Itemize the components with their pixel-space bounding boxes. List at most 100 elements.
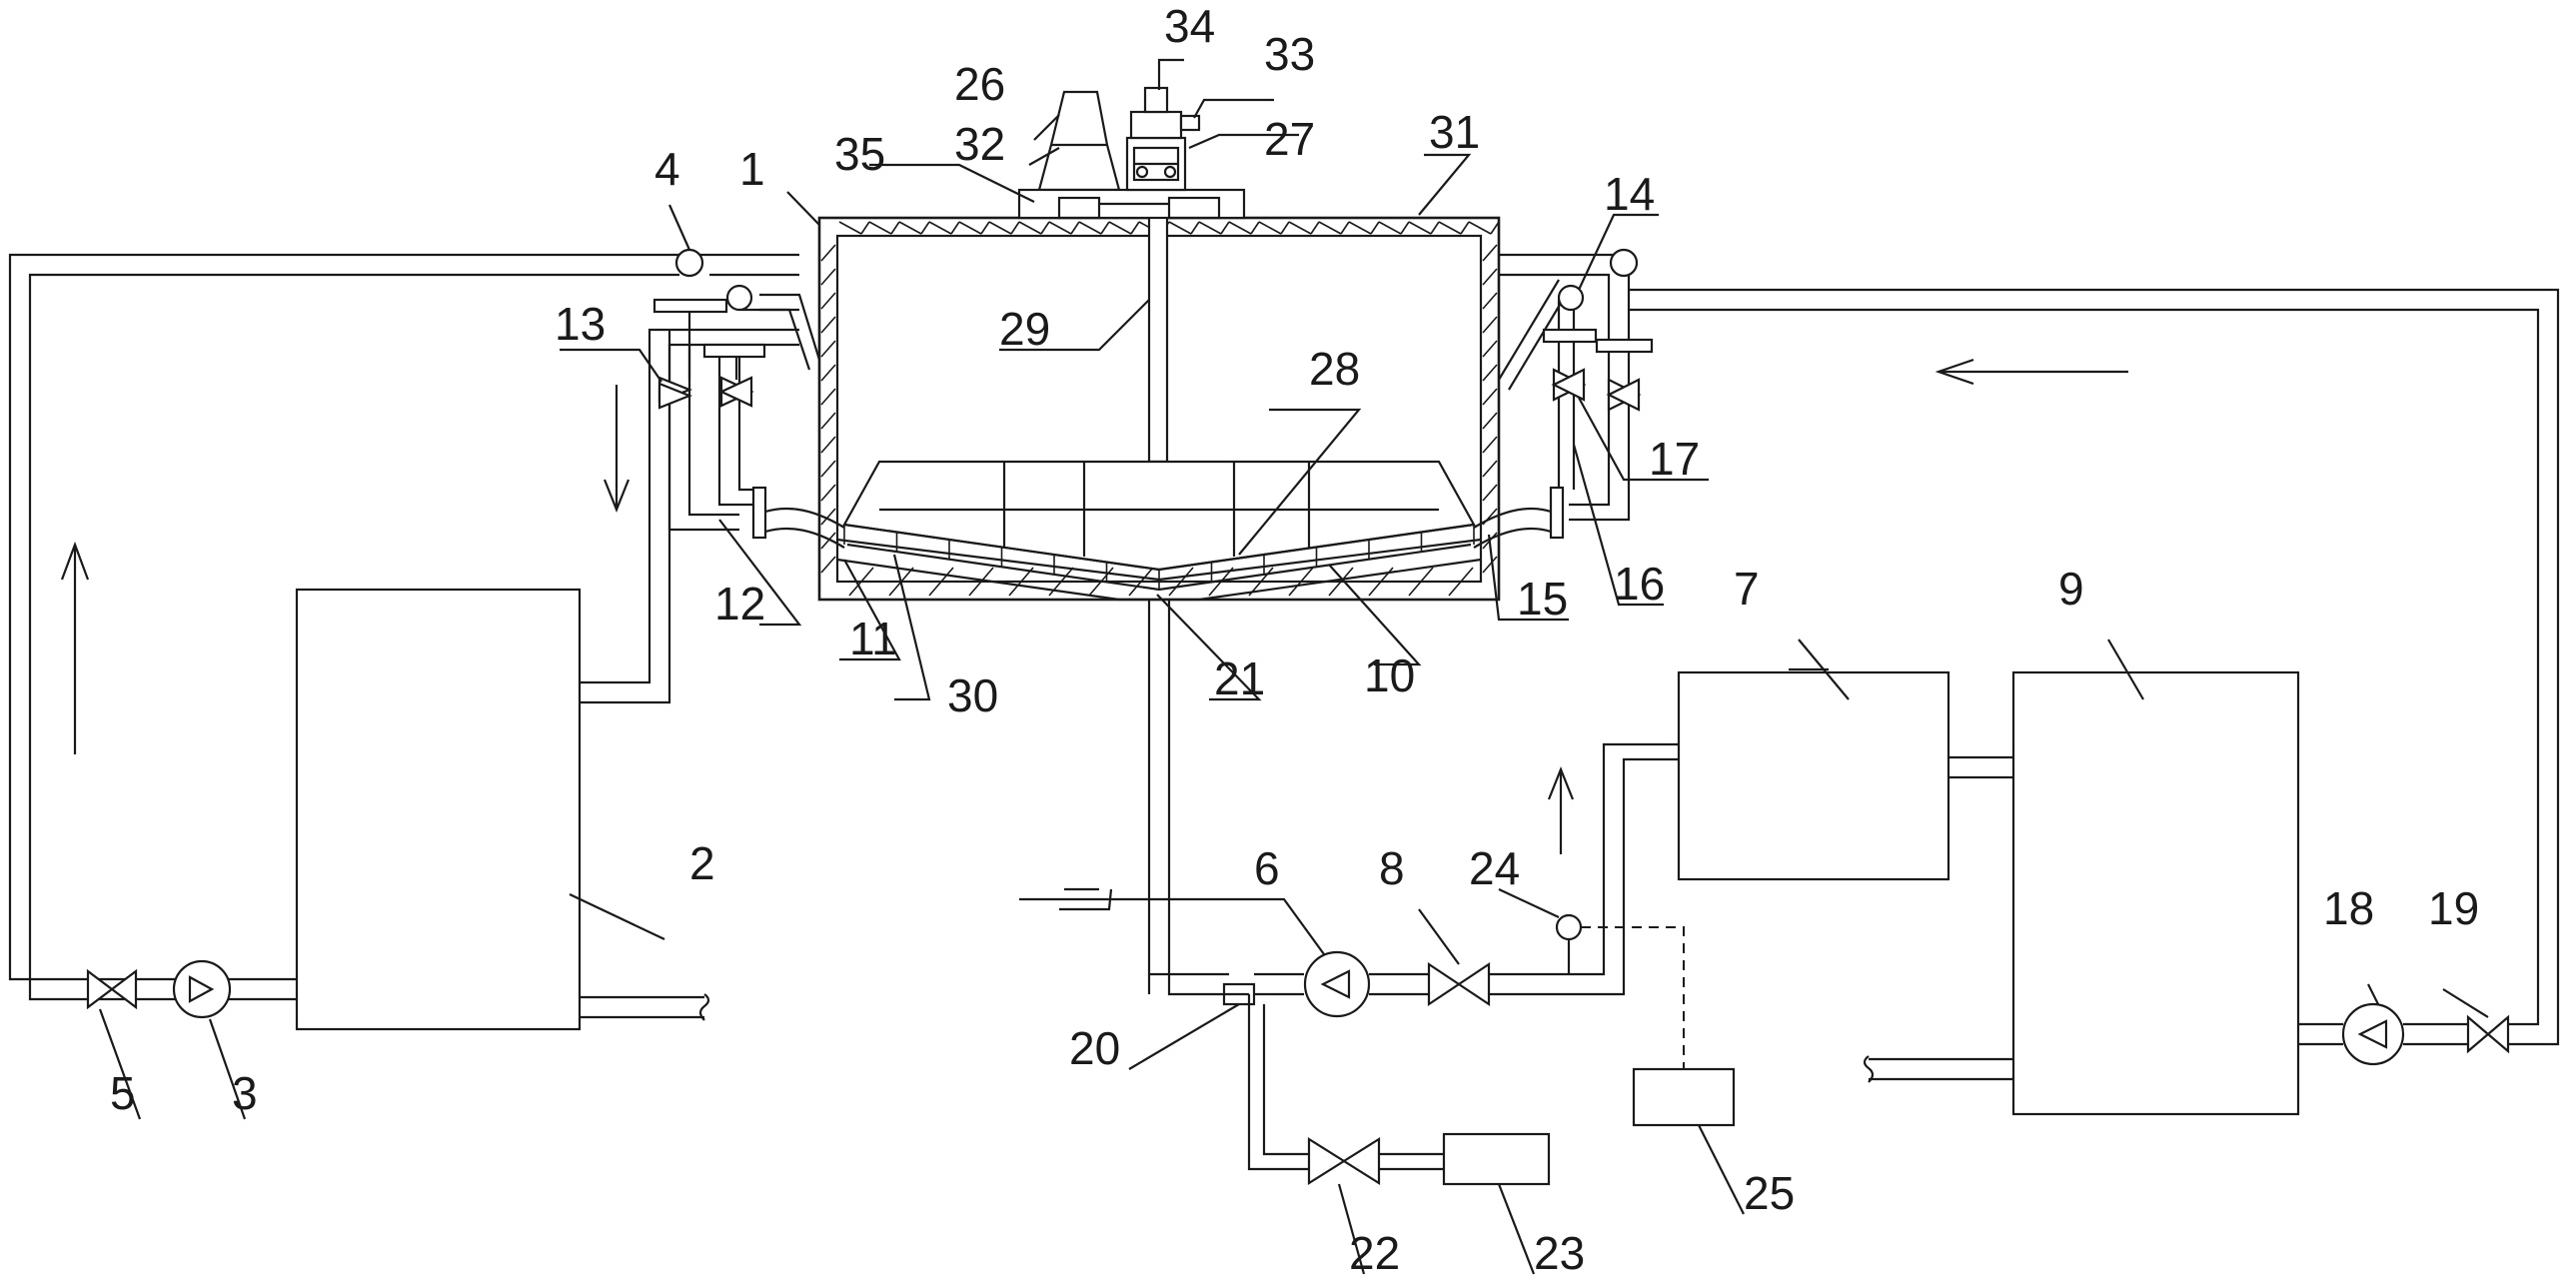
wall-hatch-line <box>820 412 836 430</box>
wall-hatch-line <box>1482 292 1498 310</box>
wall-hatch-line <box>820 340 836 358</box>
wall-hatch-line <box>1482 364 1498 382</box>
lid-hatch-line <box>1010 221 1020 235</box>
wall-hatch-line <box>1482 340 1498 358</box>
label-8: 8 <box>1379 842 1405 894</box>
label-4: 4 <box>654 143 680 195</box>
coupling-33 <box>1129 110 1201 140</box>
flow-arrow-left-right-loop <box>1934 358 2128 386</box>
lid-hatch-line <box>1048 221 1072 235</box>
bottom-hatch-line <box>1448 567 1474 597</box>
tank-2 <box>295 588 710 1031</box>
lid-hatch-line <box>860 221 870 235</box>
label-19: 19 <box>2428 882 2479 934</box>
label-32: 32 <box>954 118 1005 170</box>
lid-hatch-line <box>1460 221 1470 235</box>
label-14: 14 <box>1604 168 1655 220</box>
bottom-hatch-line <box>1328 567 1354 597</box>
valve-13 <box>652 298 728 410</box>
wall-hatch-line <box>1482 268 1498 286</box>
lid-hatch-line <box>1370 221 1380 235</box>
lid-hatch-line <box>1400 221 1410 235</box>
label-24: 24 <box>1469 842 1520 894</box>
bottom-hatch-line <box>1288 567 1314 597</box>
pump-6 <box>1254 950 1371 1018</box>
tank-23 <box>1442 1132 1551 1186</box>
wall-hatch-line <box>1482 484 1498 502</box>
label-3: 3 <box>232 1067 258 1119</box>
lid-hatch-line <box>1378 221 1402 235</box>
lid-hatch-line <box>890 221 900 235</box>
wall-hatch-line <box>820 292 836 310</box>
valve-22 <box>1307 1137 1444 1185</box>
wall-hatch-line <box>820 460 836 478</box>
valve-5 <box>86 968 138 1010</box>
valve-19 <box>2403 1014 2510 1054</box>
wall-hatch-line <box>1482 460 1498 478</box>
bottom-hatch-line <box>1408 567 1434 597</box>
label-31: 31 <box>1429 106 1480 158</box>
flow-arrow-up-left <box>60 541 90 754</box>
lid-hatch-line <box>1220 221 1230 235</box>
paddle-28 <box>842 460 1476 572</box>
label-12: 12 <box>714 578 765 630</box>
lid-hatch-line <box>1468 221 1492 235</box>
lid-hatch-line <box>1190 221 1200 235</box>
sensor-24 <box>1555 913 1685 1069</box>
lid-hatch-line <box>1490 221 1500 235</box>
lid-hatch-line <box>1040 221 1050 235</box>
lid-hatch-line <box>1280 221 1290 235</box>
wall-hatch-line <box>1482 556 1498 574</box>
wall-hatch-line <box>820 268 836 286</box>
label-23: 23 <box>1534 1227 1585 1279</box>
lid-hatch-line <box>988 221 1012 235</box>
label-29: 29 <box>999 303 1050 355</box>
label-1: 1 <box>739 143 765 195</box>
label-33: 33 <box>1264 28 1315 80</box>
label-5: 5 <box>110 1067 136 1119</box>
wall-hatch-line <box>820 484 836 502</box>
valve-13b <box>702 343 766 408</box>
wall-hatch-line <box>820 508 836 526</box>
label-6: 6 <box>1254 842 1280 894</box>
lid-hatch-line <box>1348 221 1372 235</box>
lid-hatch-line <box>1310 221 1320 235</box>
sensor-4 <box>674 248 753 312</box>
unit-7 <box>1677 670 2013 881</box>
wall-hatch-line <box>820 436 836 454</box>
bottom-hatch-line <box>1368 567 1394 597</box>
wall-hatch-line <box>1482 388 1498 406</box>
lid-hatch-line <box>1018 221 1042 235</box>
label-17: 17 <box>1649 433 1700 485</box>
lid-hatch-line <box>1228 221 1252 235</box>
lid-hatch-line <box>958 221 982 235</box>
drain-pipe-21 <box>1147 600 1249 996</box>
bottom-hatch-line <box>1008 567 1034 597</box>
wall-hatch-line <box>1482 412 1498 430</box>
label-9: 9 <box>2058 563 2084 615</box>
lid-hatch-line <box>1408 221 1432 235</box>
lid-hatch-line <box>1340 221 1350 235</box>
sensor-14 <box>1557 248 1639 312</box>
flow-arrow-up-mid <box>1547 766 1575 854</box>
motor-26 <box>1037 90 1121 192</box>
label-35: 35 <box>834 128 885 180</box>
lid-hatch-line <box>950 221 960 235</box>
bottom-hatch-line <box>928 567 954 597</box>
label-13: 13 <box>555 298 606 350</box>
wall-hatch-line <box>820 316 836 334</box>
pump-3 <box>172 959 232 1019</box>
controller-25 <box>1632 1067 1736 1127</box>
part-labels: 1 2 3 4 5 6 7 8 9 10 11 12 13 14 15 16 1… <box>110 0 2479 1279</box>
label-20: 20 <box>1069 1022 1120 1074</box>
lid-hatch-line <box>1258 221 1282 235</box>
leader-lines <box>98 58 2489 1275</box>
label-11: 11 <box>849 613 897 664</box>
pump-18 <box>2298 1002 2405 1066</box>
lid-hatch-line <box>1438 221 1462 235</box>
bottom-hatch-line <box>1128 567 1154 597</box>
label-30: 30 <box>947 669 998 721</box>
label-7: 7 <box>1734 563 1760 615</box>
lid-hatch-line <box>920 221 930 235</box>
